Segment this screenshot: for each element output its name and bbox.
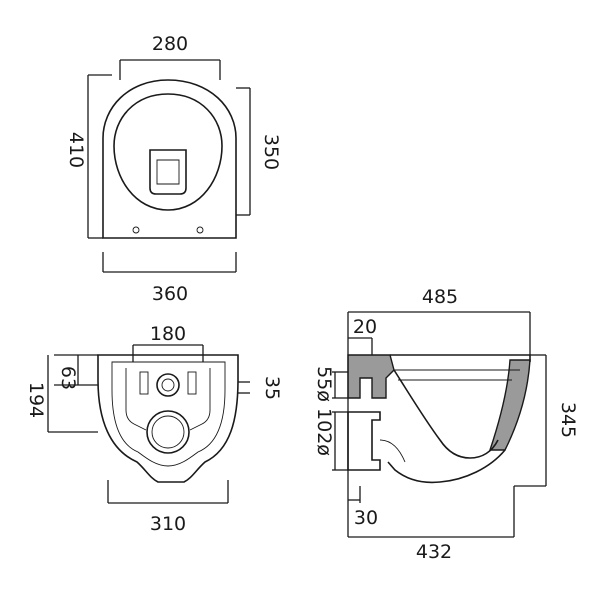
side-view-outlet bbox=[347, 411, 381, 471]
back-view-rib-right bbox=[189, 368, 211, 431]
dim-label-485: 485 bbox=[422, 286, 458, 308]
back-view-rib-left bbox=[125, 368, 147, 431]
top-view-fixing-hole-right bbox=[196, 226, 204, 234]
side-view-section-back bbox=[347, 354, 395, 399]
dim-label-55: 55ø bbox=[313, 366, 335, 402]
dim-label-194: 194 bbox=[25, 382, 47, 418]
side-view: 485 20 55ø 102ø 345 30 432 bbox=[313, 286, 579, 563]
top-view-outline bbox=[102, 79, 237, 239]
top-view-outlet bbox=[149, 149, 187, 195]
dim-label-63: 63 bbox=[57, 366, 79, 390]
back-view-slot-left bbox=[139, 371, 149, 395]
back-view-slot-right bbox=[187, 371, 197, 395]
back-view-outline bbox=[97, 354, 239, 483]
dim-label-35: 35 bbox=[261, 376, 283, 400]
dim-label-350: 350 bbox=[260, 134, 282, 170]
back-view-outlet bbox=[146, 410, 190, 454]
dim-label-410: 410 bbox=[65, 132, 87, 168]
dim-label-310: 310 bbox=[150, 513, 186, 535]
side-view-bowl-interior bbox=[393, 369, 499, 459]
back-view-inlet-inner bbox=[161, 378, 175, 392]
dim-label-432: 432 bbox=[416, 541, 452, 563]
top-view-seat bbox=[113, 93, 223, 211]
back-view-inlet bbox=[156, 373, 180, 397]
top-view-fixing-hole-left bbox=[132, 226, 140, 234]
dim-label-345: 345 bbox=[557, 402, 579, 438]
dim-label-102: 102ø bbox=[313, 408, 335, 456]
side-view-rim bbox=[394, 369, 520, 381]
dim-label-20: 20 bbox=[353, 316, 377, 338]
dim-label-280: 280 bbox=[152, 33, 188, 55]
back-view-cavity bbox=[111, 361, 226, 467]
top-view-outlet-inner bbox=[156, 159, 180, 185]
back-view-outlet-inner bbox=[151, 415, 185, 449]
side-view-outlet-trap bbox=[379, 439, 406, 463]
dim-label-30: 30 bbox=[354, 507, 378, 529]
dim-label-180: 180 bbox=[150, 323, 186, 345]
back-view: 180 63 194 35 310 bbox=[25, 323, 283, 535]
dim-label-360: 360 bbox=[152, 283, 188, 305]
side-view-section-front bbox=[489, 359, 531, 451]
top-view: 280 410 350 360 bbox=[65, 33, 282, 305]
